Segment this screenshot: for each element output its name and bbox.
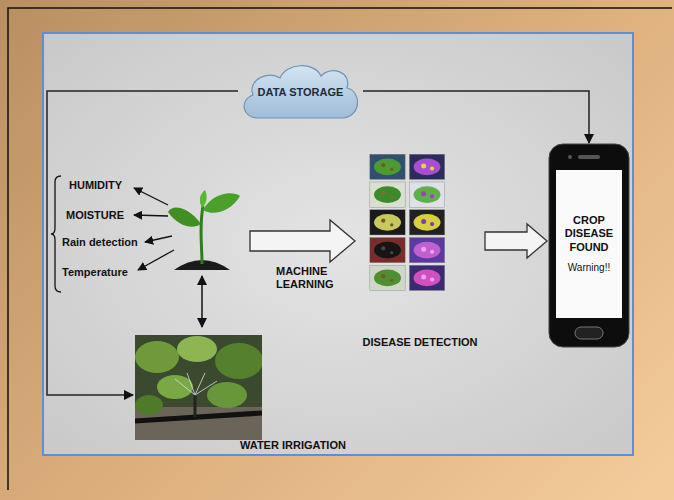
caption-wrap: DISEASE DETECTION (353, 336, 487, 349)
label-box: MOISTURE (66, 209, 124, 222)
cloud-node: DATA STORAGE (238, 60, 363, 122)
sensor-label: MOISTURE (66, 209, 124, 222)
caption: DISEASE DETECTION (353, 336, 487, 349)
label-box: MACHINE LEARNING (276, 265, 346, 291)
alert-title: CROP DISEASE FOUND (557, 214, 621, 254)
disease-detection-panel: DISEASE DETECTION (353, 150, 487, 358)
cloud-text-wrap: DATA STORAGE (238, 60, 363, 122)
double-arrow (201, 276, 203, 327)
connector (47, 91, 238, 395)
arrow-label: MACHINE LEARNING (276, 265, 346, 291)
sensor-label: Rain detection (62, 236, 138, 249)
connector (363, 91, 589, 143)
label-box: Rain detection (62, 236, 138, 249)
cloud-label: DATA STORAGE (258, 86, 344, 99)
irrigation-photo (135, 335, 262, 440)
caption: WATER IRRIGATION (240, 439, 346, 452)
plant-icon (168, 190, 240, 270)
leaf-image-grid (353, 150, 487, 325)
irrigation-panel: WATER IRRIGATION (133, 333, 348, 455)
ml-block-arrow (250, 220, 355, 262)
label-box: Temperature (62, 266, 128, 279)
phone-node: CROP DISEASE FOUND Warning!! (548, 143, 630, 348)
alert-message: Warning!! (568, 262, 610, 274)
outer-frame (8, 8, 672, 490)
panel (43, 33, 633, 455)
bracket (51, 176, 61, 292)
sensor-label: HUMIDITY (69, 179, 122, 192)
label-box: HUMIDITY (69, 179, 122, 192)
block-arrow (485, 224, 547, 258)
screen-text-wrap: CROP DISEASE FOUND Warning!! (557, 171, 621, 317)
sensor-arrows (134, 188, 174, 270)
sensor-label: Temperature (62, 266, 128, 279)
caption-wrap: WATER IRRIGATION (240, 439, 346, 452)
